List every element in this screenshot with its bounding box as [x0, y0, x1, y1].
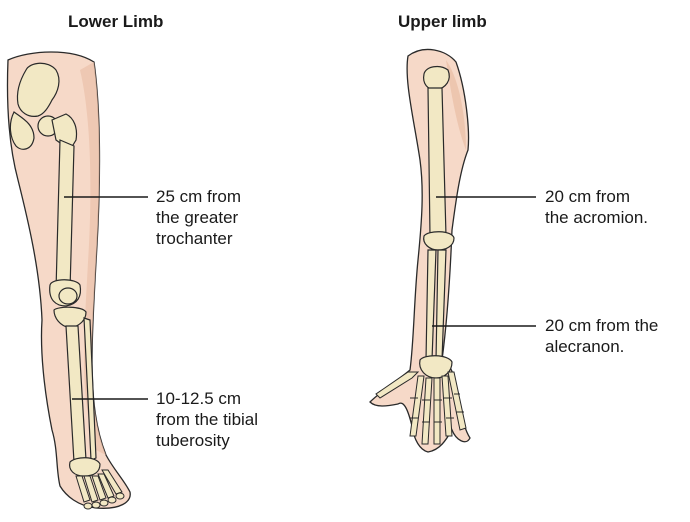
- upper-limb-label-a: 20 cm from the acromion.: [545, 186, 648, 228]
- upper-label-b-line-1: 20 cm from the: [545, 315, 658, 336]
- lower-label-b-line-1: 10-12.5 cm: [156, 388, 258, 409]
- upper-limb-title: Upper limb: [398, 12, 487, 32]
- upper-label-a-line-1: 20 cm from: [545, 186, 648, 207]
- elbow-joint: [424, 232, 454, 250]
- lower-label-a-line-3: trochanter: [156, 228, 241, 249]
- upper-label-a-line-2: the acromion.: [545, 207, 648, 228]
- upper-limb: [370, 49, 470, 452]
- lower-label-b-line-3: tuberosity: [156, 430, 258, 451]
- upper-limb-label-b: 20 cm from the alecranon.: [545, 315, 658, 357]
- lower-limb-label-a: 25 cm from the greater trochanter: [156, 186, 241, 249]
- lower-limb-label-b: 10-12.5 cm from the tibial tuberosity: [156, 388, 258, 451]
- lower-label-a-line-2: the greater: [156, 207, 241, 228]
- lower-limb: [7, 52, 130, 509]
- patella: [59, 288, 77, 304]
- lower-label-b-line-2: from the tibial: [156, 409, 258, 430]
- talus: [70, 458, 100, 476]
- lower-limb-title: Lower Limb: [68, 12, 163, 32]
- lower-label-a-line-1: 25 cm from: [156, 186, 241, 207]
- upper-label-b-line-2: alecranon.: [545, 336, 658, 357]
